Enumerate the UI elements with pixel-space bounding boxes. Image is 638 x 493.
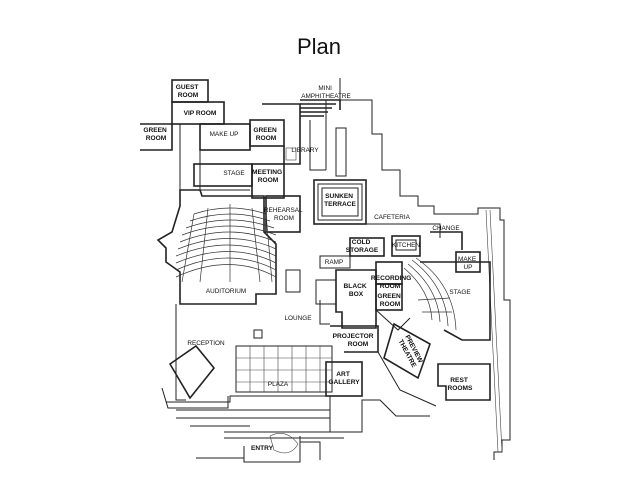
rehearsal-room-label: REHEARSAL ROOM bbox=[264, 207, 304, 222]
reception-label: RECEPTION bbox=[187, 340, 225, 347]
plan-walls bbox=[140, 78, 511, 463]
cafeteria-label: CAFETERIA bbox=[374, 214, 411, 221]
recording-room-label: RECORDING ROOM bbox=[371, 275, 413, 290]
green-room-center-label: GREEN ROOM bbox=[377, 293, 402, 308]
green-room-left-label: GREEN ROOM bbox=[143, 127, 168, 142]
make-up-left-label: MAKE UP bbox=[210, 131, 239, 138]
lounge-label: LOUNGE bbox=[285, 315, 312, 322]
mini-amphitheatre-label: MINI AMPHITHEATRE bbox=[301, 85, 351, 100]
slide-title: Plan bbox=[296, 34, 342, 59]
plaza-grid bbox=[235, 345, 333, 393]
guest-room-label: GUEST ROOM bbox=[176, 84, 201, 99]
kitchen-label: KITCHEN bbox=[392, 242, 420, 249]
make-up-right-label: MAKE UP bbox=[458, 256, 478, 271]
ramp-label: RAMP bbox=[325, 259, 343, 266]
entry-label: ENTRY bbox=[251, 445, 274, 452]
black-box-label: BLACK BOX bbox=[344, 283, 369, 298]
stage-right-label: STAGE bbox=[449, 289, 470, 296]
meeting-room-label: MEETING ROOM bbox=[252, 169, 284, 184]
projector-room-label: PROJECTOR ROOM bbox=[333, 333, 376, 348]
library-label: LIBRARY bbox=[291, 147, 319, 154]
auditorium-seating bbox=[175, 204, 277, 283]
art-gallery-label: ART GALLERY bbox=[328, 371, 360, 386]
sunken-terrace-label: SUNKEN TERRACE bbox=[324, 193, 356, 208]
right-stage-seating bbox=[403, 257, 457, 331]
cold-storage-label: COLD STORAGE bbox=[346, 239, 379, 254]
green-room-right-label: GREEN ROOM bbox=[253, 127, 278, 142]
vip-room-label: VIP ROOM bbox=[184, 110, 217, 117]
plaza-label: PLAZA bbox=[268, 381, 289, 388]
change-label: CHANGE bbox=[432, 225, 459, 232]
auditorium-label: AUDITORIUM bbox=[206, 288, 246, 295]
rest-rooms-label: REST ROOMS bbox=[448, 377, 474, 392]
stage-main-label: STAGE bbox=[223, 170, 244, 177]
